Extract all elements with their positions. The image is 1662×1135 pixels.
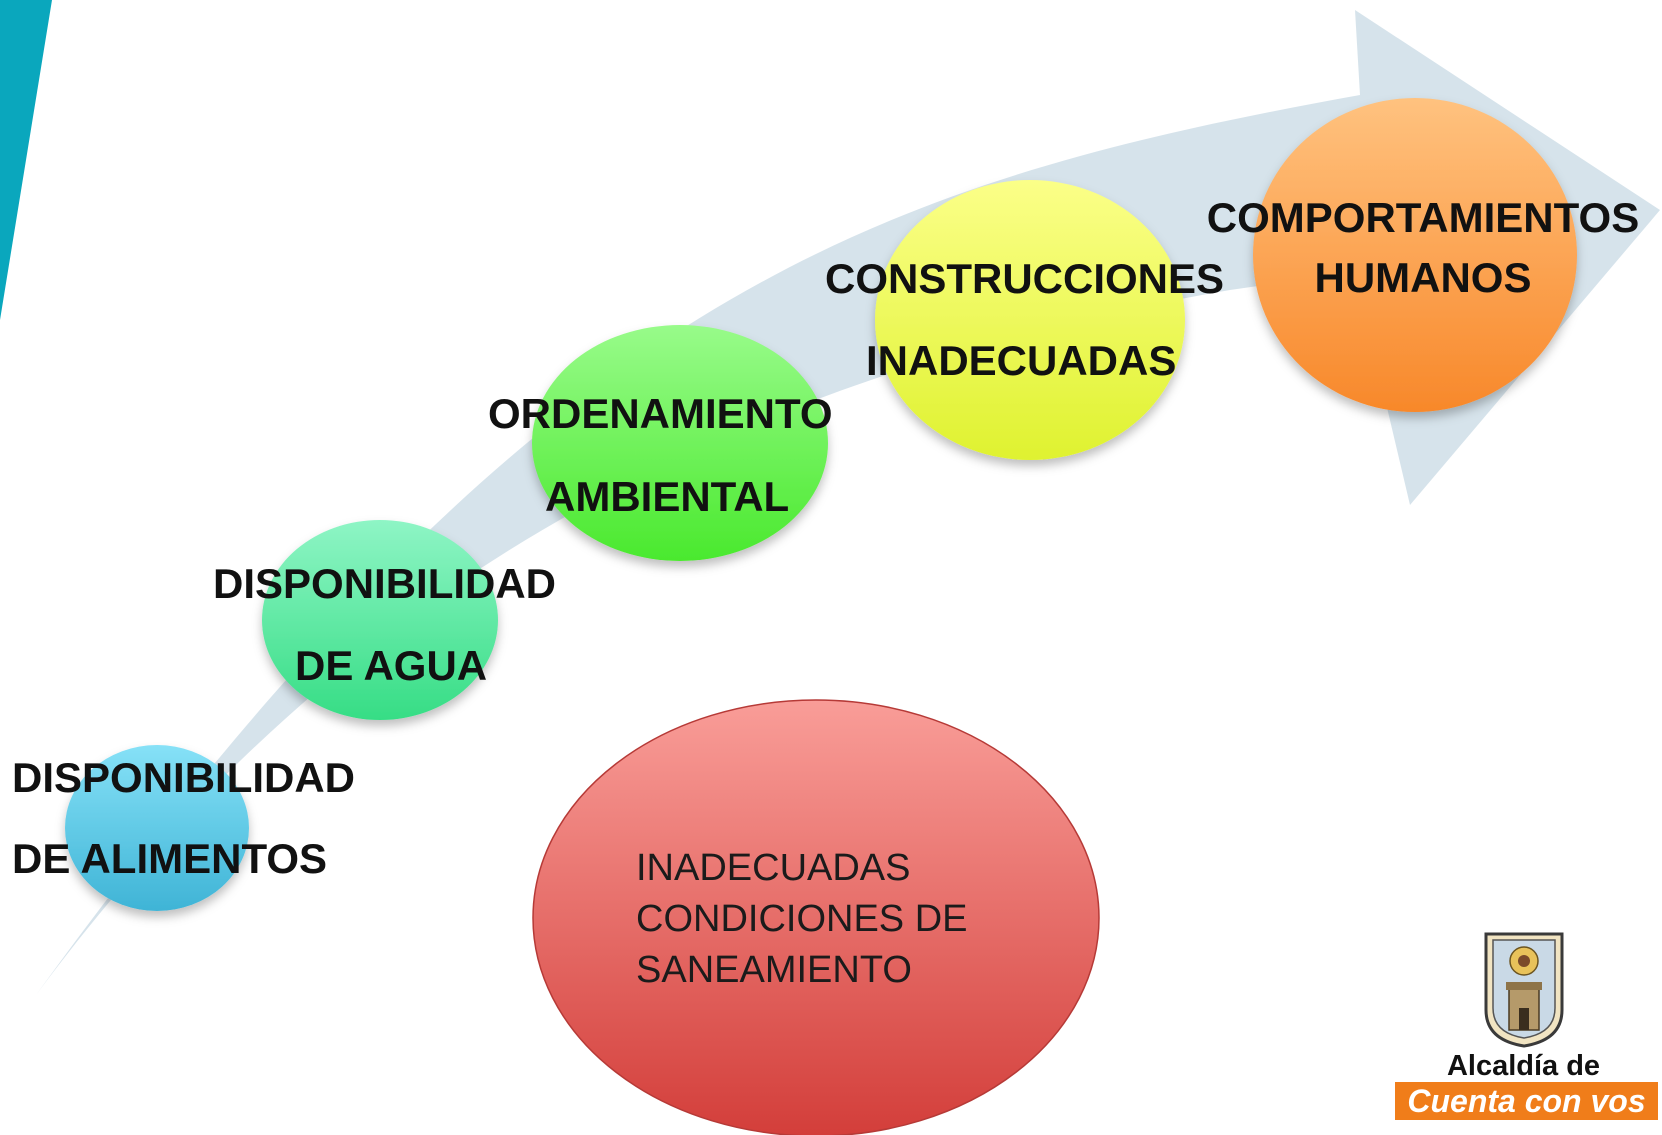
step-2-label-line1: DISPONIBILIDAD [213, 560, 557, 607]
central-text-line2: CONDICIONES DE [636, 898, 968, 940]
step-circle-5 [1253, 98, 1577, 412]
central-circle [532, 699, 1100, 1135]
step-circle-2 [262, 520, 498, 720]
accent-bar [0, 0, 52, 320]
step-3-label-line2: AMBIENTAL [545, 473, 790, 520]
coat-of-arms-icon [1484, 932, 1564, 1048]
central-text-line3: SANEAMIENTO [636, 949, 912, 991]
step-circle-4 [875, 180, 1185, 460]
step-2-label-line2: DE AGUA [295, 642, 488, 689]
step-5-label-line2: HUMANOS [1314, 254, 1532, 301]
step-1-label-line1: DISPONIBILIDAD [12, 754, 356, 801]
step-3-label-line1: ORDENAMIENTO [488, 390, 833, 437]
step-circle-3 [532, 325, 828, 561]
central-text-line1: INADECUADAS [636, 847, 911, 889]
alcaldia-logo: Alcaldía de Medellín Cuenta con vos [1385, 928, 1662, 1135]
step-5-label-line1: COMPORTAMIENTOS [1206, 194, 1640, 241]
central-circle-text: INADECUADAS CONDICIONES DE SANEAMIENTO [636, 843, 967, 996]
step-circle-1 [65, 745, 249, 911]
step-4-label-line1: CONSTRUCCIONES [825, 255, 1225, 302]
step-4-label-line2: INADECUADAS [866, 337, 1177, 384]
logo-text-cuenta-con-vos: Cuenta con vos [1395, 1082, 1658, 1120]
step-1-label-line2: DE ALIMENTOS [12, 835, 328, 882]
